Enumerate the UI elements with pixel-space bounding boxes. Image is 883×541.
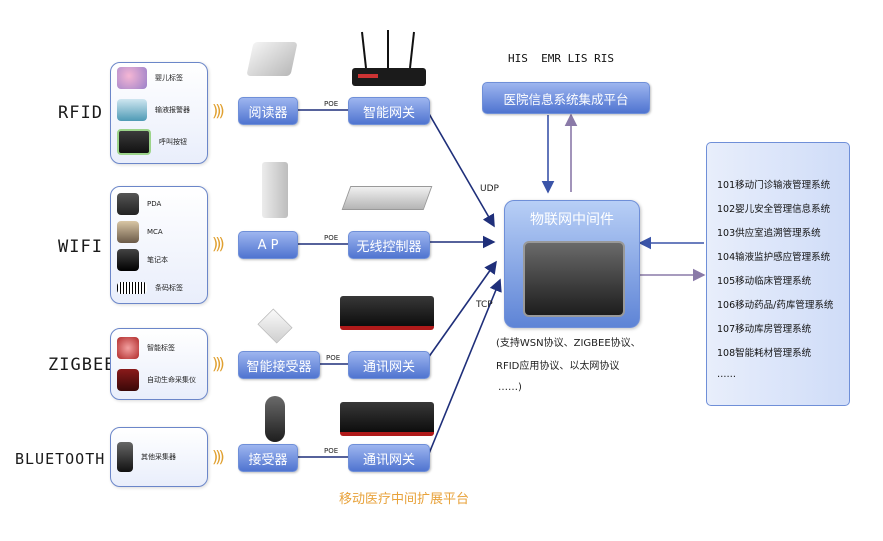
gateway-box-smart: 智能网关 <box>348 97 430 125</box>
call-button-icon <box>117 129 151 155</box>
tech-label-zigbee: ZIGBEE <box>48 355 116 375</box>
wireless-waves-icon: ))) <box>212 447 225 466</box>
pda-icon <box>117 193 139 215</box>
laptop-icon <box>117 249 139 271</box>
list-item: 其他采集器 <box>117 442 176 472</box>
card-item-label: 其他采集器 <box>141 453 176 461</box>
list-item: 104输液监护感应管理系统 <box>717 252 831 263</box>
list-item: 105移动临床管理系统 <box>717 276 812 287</box>
list-item: MCA <box>117 219 163 245</box>
footer-caption: 移动医疗中间扩展平台 <box>339 492 470 507</box>
router-device-icon <box>352 30 426 86</box>
platform-systems-header: HIS EMR LIS RIS <box>508 52 614 65</box>
list-item: 输液报警器 <box>117 97 190 123</box>
comm-gateway-device-icon <box>340 296 434 330</box>
poe-label: POE <box>324 100 339 108</box>
list-item: 笔记本 <box>117 247 168 273</box>
gateway-box-comm: 通讯网关 <box>348 444 430 472</box>
receiver-box-smart-receiver: 智能接受器 <box>238 351 320 379</box>
tech-label-wifi: WIFI <box>58 237 103 257</box>
tcp-label: TCP <box>476 300 493 310</box>
card-item-label: 智能标签 <box>147 344 175 352</box>
list-item: 条码标签 <box>117 275 183 301</box>
middleware-box: 物联网中间件 <box>504 200 640 328</box>
udp-label: UDP <box>480 184 499 194</box>
wireless-waves-icon: ))) <box>212 354 225 373</box>
baby-tag-icon <box>117 67 147 89</box>
list-item: …… <box>717 369 736 380</box>
tech-label-rfid: RFID <box>58 103 103 123</box>
receiver-box-reader: 阅读器 <box>238 97 298 125</box>
mca-icon <box>117 221 139 243</box>
list-item: 107移动库房管理系统 <box>717 324 812 335</box>
smart-tag-icon <box>117 337 139 359</box>
card-item-label: 笔记本 <box>147 256 168 264</box>
barcode-icon <box>117 282 147 294</box>
card-item-label: 呼叫按钮 <box>159 138 187 146</box>
poe-label: POE <box>326 354 341 362</box>
card-item-label: 婴儿标签 <box>155 74 183 82</box>
server-icon <box>523 241 625 317</box>
receiver-box-receiver: 接受器 <box>238 444 298 472</box>
gateway-box-comm: 通讯网关 <box>348 351 430 379</box>
middleware-title: 物联网中间件 <box>530 212 614 228</box>
list-item: 婴儿标签 <box>117 65 183 91</box>
access-point-device-icon <box>262 162 288 218</box>
rfid-device-card: 婴儿标签 输液报警器 呼叫按钮 <box>110 62 208 164</box>
middleware-description-line: ……) <box>498 382 522 393</box>
receiver-box-ap: A P <box>238 231 298 259</box>
middleware-description-line: RFID应用协议、以太网协议 <box>496 361 620 372</box>
card-item-label: 自动生命采集仪 <box>147 376 196 384</box>
comm-gateway-device-icon <box>340 402 434 436</box>
zigbee-device-card: 智能标签 自动生命采集仪 <box>110 328 208 400</box>
list-item: 101移动门诊输液管理系统 <box>717 180 831 191</box>
gateway-box-wireless-controller: 无线控制器 <box>348 231 430 259</box>
card-item-label: PDA <box>147 200 162 208</box>
wifi-device-card: PDA MCA 笔记本 条码标签 <box>110 186 208 304</box>
wireless-waves-icon: ))) <box>212 101 225 120</box>
receiver-device-icon <box>265 396 285 442</box>
list-item: 呼叫按钮 <box>117 129 187 155</box>
list-item: 102婴儿安全管理信息系统 <box>717 204 831 215</box>
collector-device-icon <box>117 442 133 472</box>
poe-label: POE <box>324 447 339 455</box>
infusion-alarm-icon <box>117 99 147 121</box>
poe-label: POE <box>324 234 339 242</box>
list-item: 智能标签 <box>117 335 175 361</box>
list-item: 103供应室追溯管理系统 <box>717 228 821 239</box>
middleware-description-line: (支持WSN协议、ZIGBEE协议、 <box>496 338 641 349</box>
list-item: 108智能耗材管理系统 <box>717 348 812 359</box>
tech-label-bluetooth: BLUETOOTH <box>15 450 106 468</box>
card-item-label: MCA <box>147 228 163 236</box>
platform-box: 医院信息系统集成平台 <box>482 82 650 114</box>
reader-device-icon <box>246 42 298 76</box>
systems-list: 101移动门诊输液管理系统 102婴儿安全管理信息系统 103供应室追溯管理系统… <box>706 142 850 406</box>
wireless-controller-device-icon <box>341 186 433 210</box>
card-item-label: 条码标签 <box>155 284 183 292</box>
list-item: PDA <box>117 191 161 217</box>
list-item: 106移动药品/药库管理系统 <box>717 300 834 311</box>
vital-signs-collector-icon <box>117 369 139 391</box>
list-item: 自动生命采集仪 <box>117 367 196 393</box>
card-item-label: 输液报警器 <box>155 106 190 114</box>
bluetooth-device-card: 其他采集器 <box>110 427 208 487</box>
wireless-waves-icon: ))) <box>212 234 225 253</box>
